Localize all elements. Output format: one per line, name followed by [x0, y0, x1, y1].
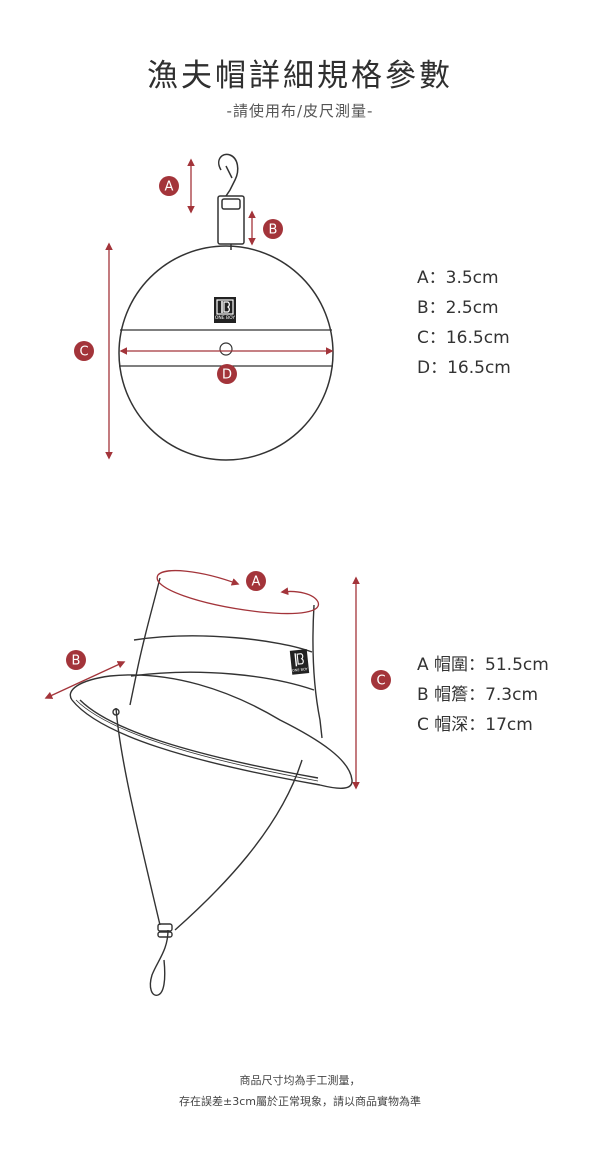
brand-logo: ONE BOY	[214, 297, 236, 323]
hat-spec-a: A 帽圍：51.5cm	[417, 655, 549, 675]
pouch-spec-a: A：3.5cm	[417, 268, 499, 288]
footer-note: 商品尺寸均為手工測量， 存在誤差±3cm屬於正常現象，請以商品實物為準	[0, 1070, 600, 1112]
hat-marker-b: B	[66, 650, 86, 670]
page-subtitle: -請使用布/皮尺測量-	[226, 102, 374, 120]
pouch-outline	[118, 245, 334, 461]
zipper-pull-icon	[219, 342, 233, 356]
hat-spec-c: C 帽深：17cm	[417, 715, 533, 735]
footer-line-1: 商品尺寸均為手工測量，	[239, 1074, 361, 1087]
hat-outline	[69, 577, 353, 996]
pouch-spec-b: B：2.5cm	[417, 298, 499, 318]
pouch-spec-list: A：3.5cm B：2.5cm C：16.5cm D：16.5cm	[417, 263, 511, 383]
marker-a: A	[159, 176, 179, 196]
marker-d: D	[217, 364, 237, 384]
svg-text:A: A	[165, 180, 174, 195]
svg-text:C: C	[79, 345, 88, 360]
page-title: 漁夫帽詳細規格參數	[147, 58, 453, 94]
hat-dimension-a-arrow	[156, 570, 320, 615]
hat-dimension-b-arrow	[44, 661, 126, 699]
hat-spec-list: A 帽圍：51.5cm B 帽簷：7.3cm C 帽深：17cm	[417, 650, 549, 740]
marker-b: B	[263, 219, 283, 239]
svg-text:A: A	[252, 575, 261, 590]
carabiner-icon	[217, 153, 245, 250]
svg-text:B: B	[72, 654, 81, 669]
pouch-spec-d: D：16.5cm	[417, 358, 511, 378]
svg-text:C: C	[376, 674, 385, 689]
hat-spec-b: B 帽簷：7.3cm	[417, 685, 539, 705]
footer-line-2: 存在誤差±3cm屬於正常現象，請以商品實物為準	[179, 1095, 421, 1108]
hat-brand-logo: ONE BOY	[289, 649, 310, 675]
marker-c: C	[74, 341, 94, 361]
svg-text:D: D	[222, 368, 232, 383]
brand-logo-text: ONE BOY	[215, 315, 235, 321]
hat-marker-c: C	[371, 670, 391, 690]
pouch-spec-c: C：16.5cm	[417, 328, 510, 348]
hat-brand-logo-text: ONE BOY	[292, 667, 309, 673]
hat-marker-a: A	[246, 571, 266, 591]
svg-text:B: B	[269, 223, 278, 238]
